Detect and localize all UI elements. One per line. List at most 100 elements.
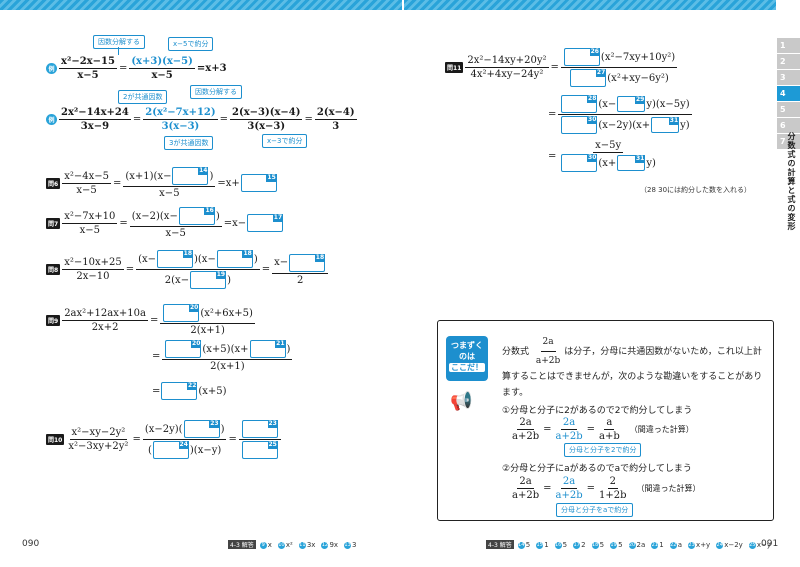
callout-cancel: x−5で約分 [168,37,214,51]
answer-box[interactable]: 20 [163,304,200,322]
answer-item: 133 [344,541,357,549]
chapter-tab-6[interactable]: 6 [777,118,800,133]
answer-number: 9 [259,541,267,549]
c2-eq-d: a+2b [512,490,540,501]
q8-mid-denominator: 2(x− [164,274,190,286]
q10-denominator: x²−3xy+2y² [68,441,129,452]
tips-intro: 分数式 [502,347,530,357]
q11-s3-d2: y) [646,157,656,169]
answer-box[interactable]: 23 [183,420,220,438]
question-9-step3: = 22(x+5) [152,382,227,400]
answer-box[interactable]: 30 [561,154,598,172]
q9-s2-numerator: (x+5)(x+ [202,343,249,355]
chapter-tab-2[interactable]: 2 [777,54,800,69]
box-number: 22 [187,382,198,390]
answer-box[interactable]: 18 [157,250,193,268]
answer-number: 19 [610,541,618,549]
megaphone-icon: 📢 [450,391,473,412]
q6-mid-numerator: (x+1)(x− [125,170,172,182]
answer-box[interactable]: 17 [247,214,284,232]
chapter-tab-3[interactable]: 3 [777,70,800,85]
answer-number: 13 [344,541,352,549]
case-2: ②分母と分子にaがあるのでaで約分してしまう [502,464,692,474]
answer-box[interactable]: 26 [563,48,600,66]
box-number: 18 [242,250,253,258]
chapter-tab-1[interactable]: 1 [777,38,800,53]
c2-callout: 分母と分子をaで約分 [556,503,634,517]
answer-box[interactable]: 20 [165,340,202,358]
chapter-tab-7[interactable]: 7 [777,134,800,149]
answer-item: 129x [321,541,339,549]
box-number: 29 [634,96,646,104]
chapter-tab-4[interactable]: 4 [777,86,800,101]
q11-s2-d1: (x−2y)(x+ [598,119,651,131]
answer-item: 22a [669,541,683,549]
q7-numerator: x²−7x+10 [62,210,118,224]
ex2-numerator: 2x²−14x+24 [59,107,131,120]
callout-cancel-2: x−3で約分 [262,134,308,148]
q6-numerator: x²−4x−5 [62,170,111,184]
answer-box[interactable]: 24 [152,441,189,459]
answer-box[interactable]: 18 [216,250,253,268]
box-number: 30 [587,116,598,124]
c2-res-n: 2 [607,476,618,489]
q8-r-numerator: x− [274,257,289,268]
tips-frac-n: 2a [540,334,556,352]
page-number-left: 090 [22,539,40,549]
answer-box[interactable]: 22 [161,382,198,400]
q8-mid-a: (x− [138,253,156,265]
answer-box[interactable]: 18 [289,253,326,272]
c2-note: （間違った計算） [636,484,701,493]
q11-s3-d1: (x+ [598,157,617,169]
answer-box[interactable]: 16 [178,207,215,225]
q11-denominator: 4x²+4xy−24y² [470,69,544,80]
answer-box[interactable]: 27 [570,69,607,87]
answer-box[interactable]: 19 [190,271,227,289]
answer-item: 25x−y [748,541,771,549]
ex2-mid-denominator: 3(x−3) [161,121,200,132]
answer-box[interactable]: 30 [561,116,598,134]
answer-tag: 4-3 解答 [228,540,256,549]
chapter-tab-5[interactable]: 5 [777,102,800,117]
q7-denominator: x−5 [79,224,100,236]
tips-text: は分子，分母に共通因数がないため，これ以上計算することはできませんが，次のような… [502,347,763,398]
callout-factor-2: 因数分解する [190,85,242,99]
tips-frac-d: a+2b [535,356,561,366]
answer-box[interactable]: 29 [617,96,646,112]
box-number: 24 [178,441,189,449]
box-number: 21 [275,340,286,348]
box-number: 26 [589,48,600,56]
q11-s2-n2: y)(x−5y) [646,98,690,110]
answer-box[interactable]: 21 [249,340,286,358]
answer-number: 10 [277,541,285,549]
answer-box[interactable]: 31 [617,155,646,171]
example-mark: 例 [46,114,57,125]
answer-box[interactable]: 31 [651,117,680,133]
callout-common-2: 2が共通因数 [118,90,168,104]
box-number: 28 [587,95,598,103]
answer-item: 195 [610,541,623,549]
answer-item: 185 [591,541,605,549]
answer-box[interactable]: 25 [241,441,278,459]
q9-label: 問9 [46,314,61,326]
answer-box[interactable]: 14 [172,167,209,185]
callout-common-3: 3が共通因数 [164,136,214,150]
badge-line-1: つまずく [451,341,483,350]
ex2-f-numerator: 2(x−4) [314,107,357,120]
answer-box[interactable]: 15 [240,174,277,192]
q7-mid-numerator: (x−2)(x− [131,210,178,222]
answer-item: 23x+y [688,541,711,549]
box-number: 19 [215,271,227,279]
q7-label: 問7 [46,217,61,229]
answer-box[interactable]: 23 [241,420,278,438]
q8-label: 問8 [46,264,61,275]
ex2-r-numerator: 2(x−3)(x−4) [230,107,303,120]
answer-box[interactable]: 28 [561,95,598,113]
answer-number: 20 [628,541,636,549]
ex1-denominator: x−5 [77,70,99,81]
